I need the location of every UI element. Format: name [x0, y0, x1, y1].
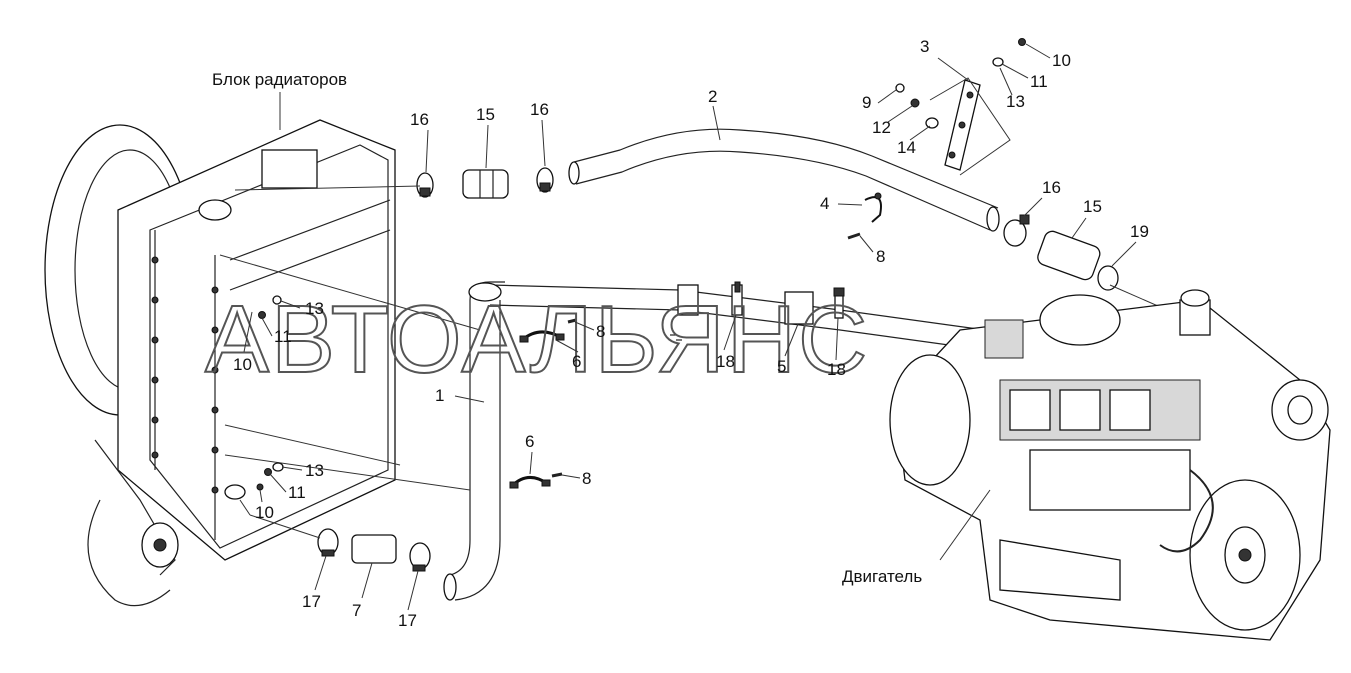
radiator-block [44, 119, 396, 607]
clip-4 [847, 192, 882, 240]
callout-9: 9 [862, 93, 871, 112]
radiator-leaders [219, 254, 481, 491]
callout-2: 2 [708, 87, 717, 106]
callout-10-top: 10 [1052, 51, 1071, 70]
engine-label: Двигатель [842, 567, 922, 586]
upper-hose-assembly [234, 167, 554, 199]
watermark-text: АВТОАЛЬЯНС [205, 286, 869, 393]
callout-10-mid: 10 [233, 355, 252, 374]
callout-11-top: 11 [1030, 72, 1048, 91]
callout-5: 5 [777, 357, 786, 376]
callout-4: 4 [820, 194, 829, 213]
callout-7: 7 [352, 601, 361, 620]
callout-14: 14 [897, 138, 916, 157]
callout-11-mid: 11 [274, 327, 292, 346]
callout-19: 19 [1130, 222, 1149, 241]
callout-12: 12 [872, 118, 891, 137]
callout-17-b: 17 [398, 611, 417, 630]
callout-15-b: 15 [1083, 197, 1102, 216]
callout-13-mid: 13 [305, 299, 324, 318]
callouts: 3 10 11 13 9 12 14 2 16 15 16 16 15 19 4… [233, 37, 1149, 630]
callout-15-a: 15 [476, 105, 495, 124]
clip-6-upper [519, 318, 577, 343]
callout-18-a: 18 [716, 352, 735, 371]
callout-10-lower: 10 [255, 503, 274, 522]
pipe-2 [568, 128, 1000, 232]
callout-leaders [243, 43, 1137, 611]
callout-11-lower: 11 [288, 483, 306, 502]
callout-6-lower: 6 [525, 432, 534, 451]
callout-13-top: 13 [1006, 92, 1025, 111]
callout-6-upper: 6 [572, 352, 581, 371]
callout-16-b: 16 [530, 100, 549, 119]
callout-13-lower: 13 [305, 461, 324, 480]
callout-1: 1 [435, 386, 444, 405]
right-hose-assembly [1003, 214, 1191, 321]
pipe-1 [443, 281, 505, 601]
radiator-block-label: Блок радиаторов [212, 70, 347, 89]
callout-8-mid: 8 [596, 322, 605, 341]
callout-16-c: 16 [1042, 178, 1061, 197]
callout-8-lower: 8 [582, 469, 591, 488]
engine [889, 289, 1331, 641]
lower-pipe [489, 281, 986, 351]
callout-18-b: 18 [827, 360, 846, 379]
callout-3: 3 [920, 37, 929, 56]
bracket-3 [895, 38, 1026, 176]
lower-hose-assembly [239, 499, 431, 572]
clip-6-lower [509, 472, 563, 489]
callout-17-a: 17 [302, 592, 321, 611]
callout-8-right: 8 [876, 247, 885, 266]
callout-16-a: 16 [410, 110, 429, 129]
